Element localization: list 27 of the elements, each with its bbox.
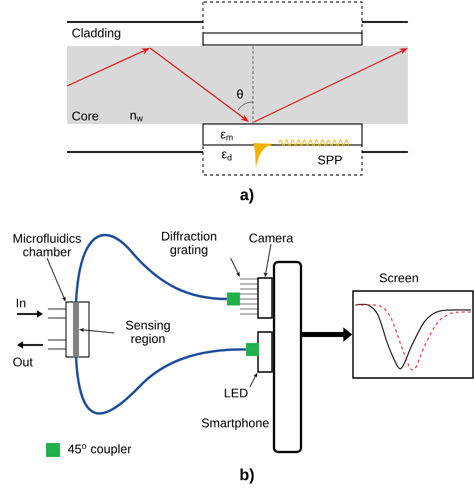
node-label: Screen <box>380 273 418 282</box>
screen-box: Screen <box>352 273 474 379</box>
label: Cladding <box>72 28 120 40</box>
panel-label: a) <box>240 188 254 204</box>
angle-label: θ <box>237 89 243 99</box>
panel-label: b) <box>240 468 254 484</box>
callout-text: LED <box>224 388 248 398</box>
coupler-square <box>246 343 259 356</box>
callout-text: Camera <box>249 234 294 242</box>
callout-text: Microfluidics chamber <box>14 234 81 256</box>
node-label: Smartphone <box>202 418 269 430</box>
label: SPP <box>318 156 342 164</box>
label: Out <box>13 358 33 366</box>
label: ε$_{d}$ <box>222 152 232 160</box>
led-box <box>257 331 273 373</box>
label: In <box>16 298 26 308</box>
callout-text: Diffraction grating <box>162 231 216 257</box>
legend-label: 45$^{o}$ coupler <box>68 444 132 456</box>
optical-fiber <box>74 234 227 302</box>
optical-fiber <box>74 348 246 414</box>
coupler-square <box>227 292 240 306</box>
label: ε$_{m}$ <box>220 132 233 140</box>
label: Core <box>72 112 98 120</box>
grating <box>240 278 258 314</box>
label: n$_{w}$ <box>130 112 143 122</box>
camera-box <box>257 277 273 319</box>
callout-text: Sensing region <box>126 320 170 346</box>
